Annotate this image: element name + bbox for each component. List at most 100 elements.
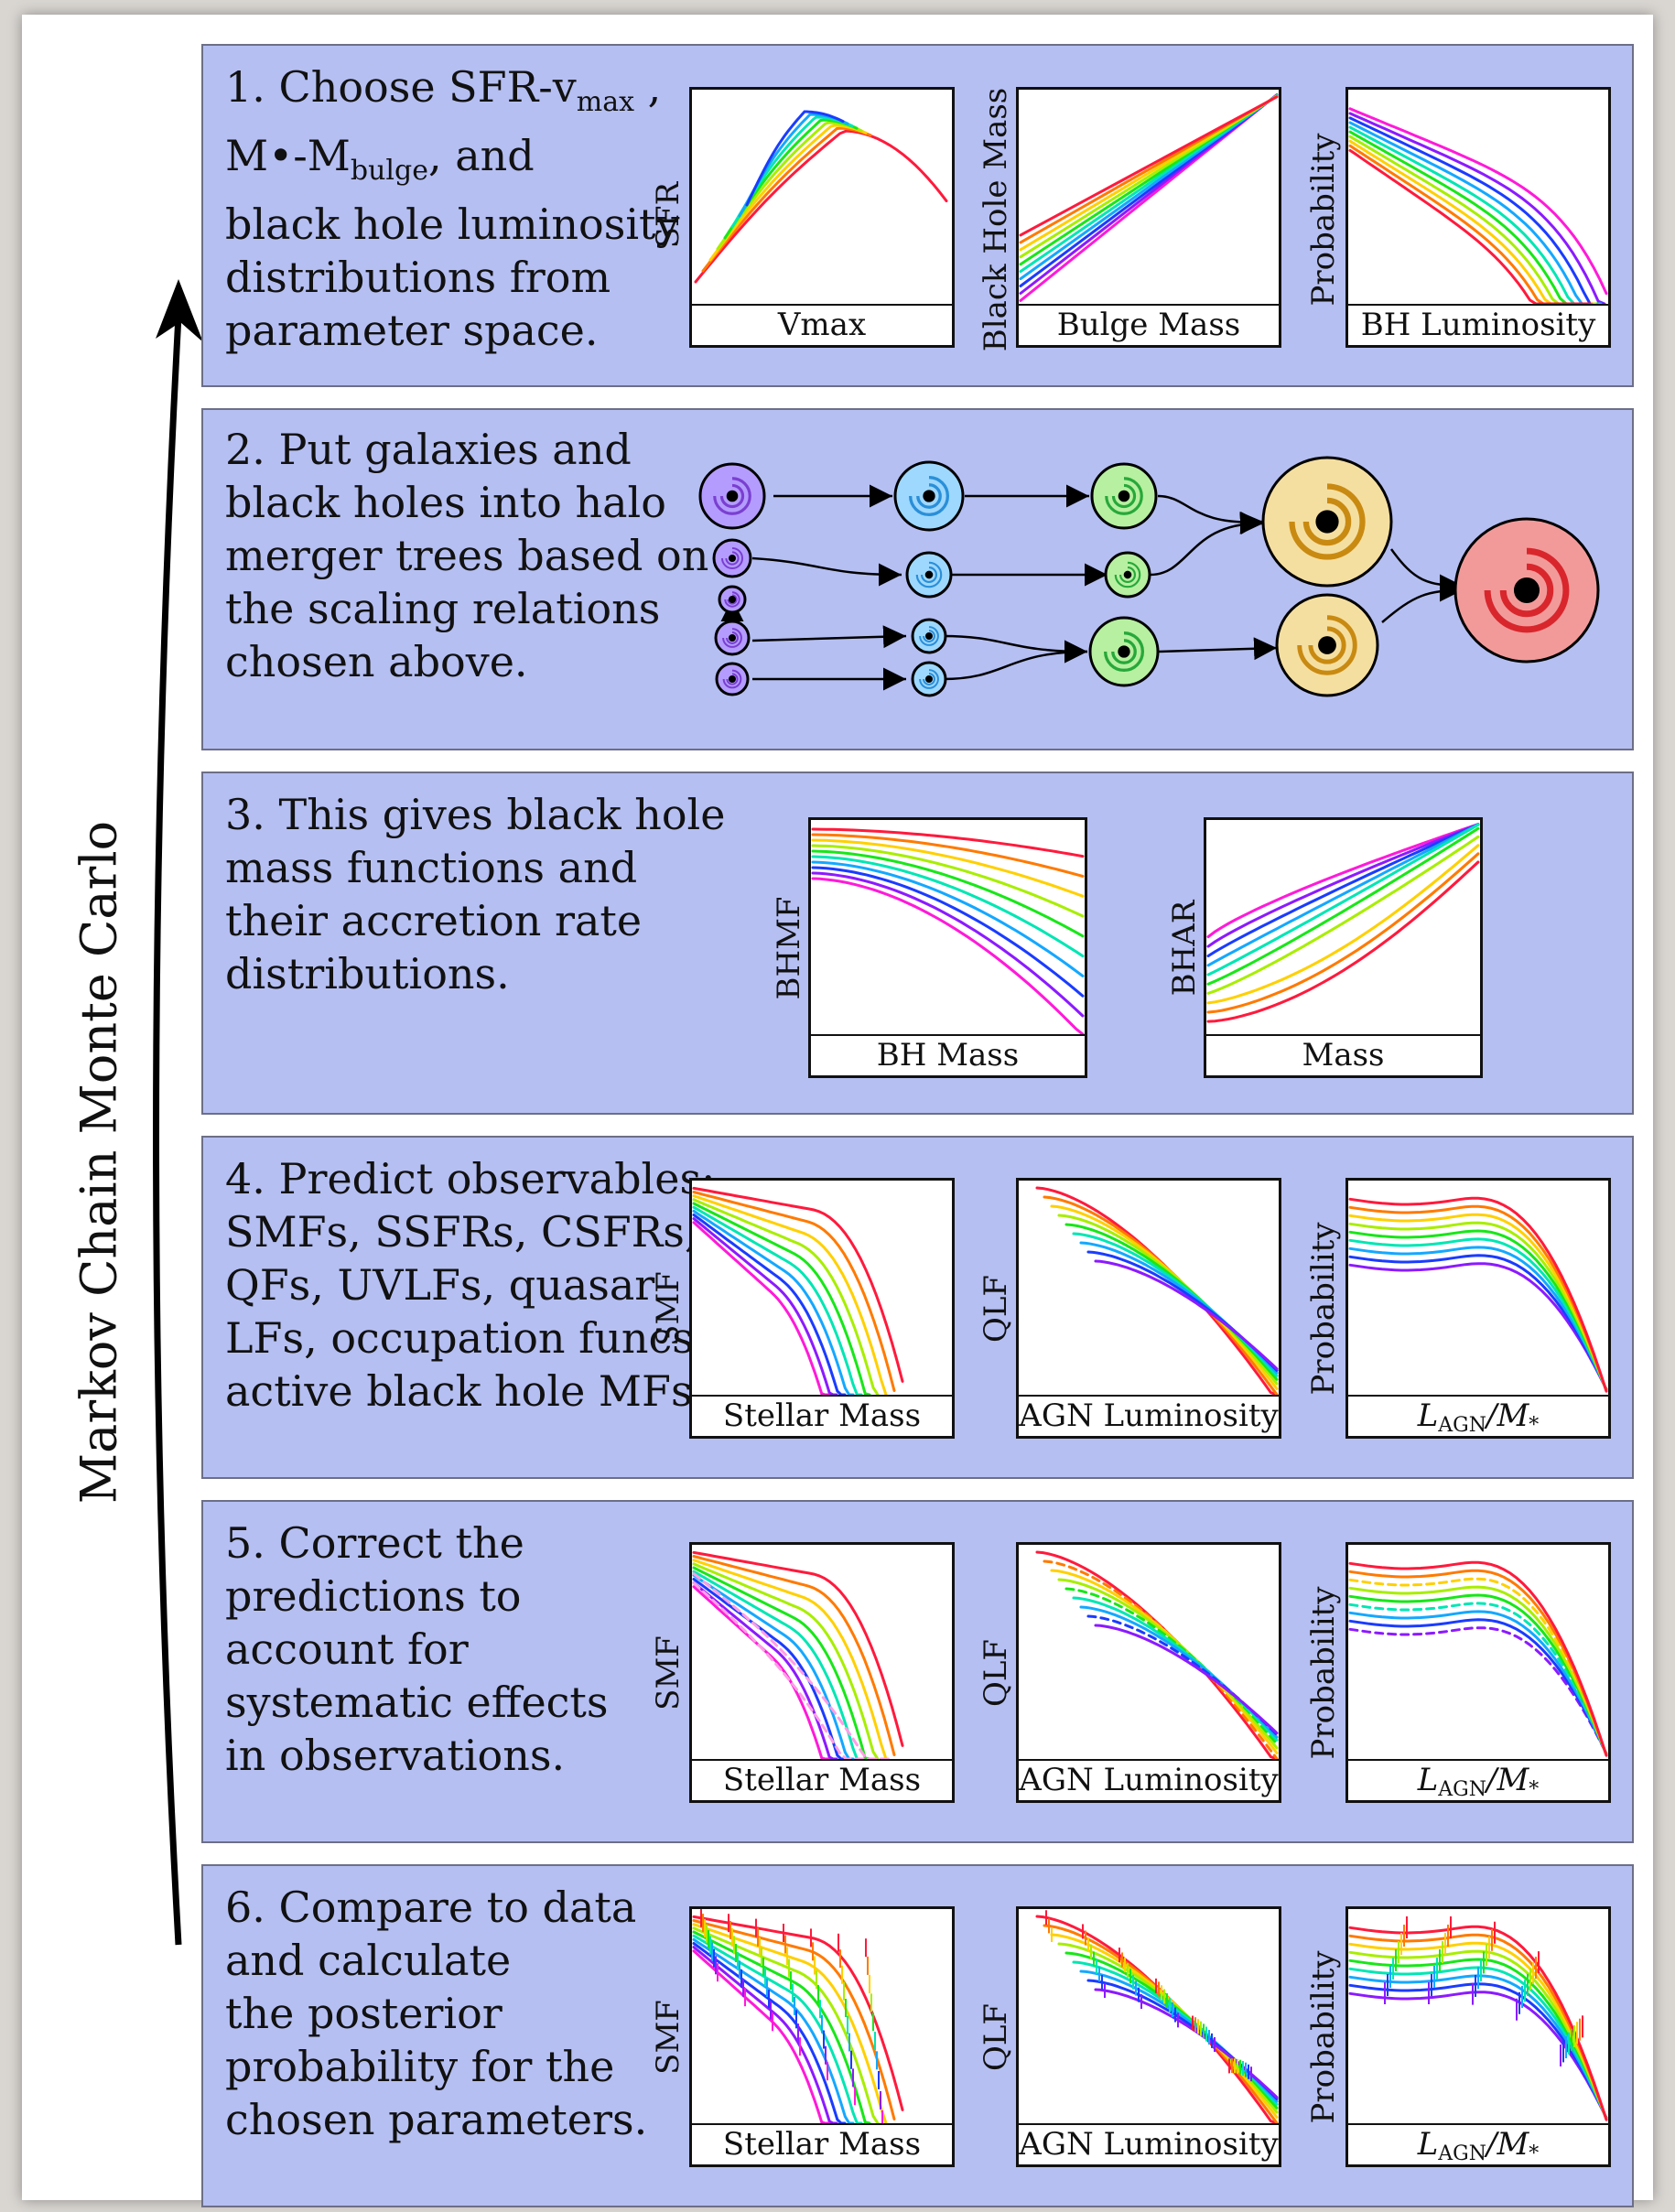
bh-lum-curve <box>1348 130 1599 304</box>
bhar-curve <box>1206 835 1480 995</box>
galaxy-green <box>1088 616 1160 687</box>
bhmf-curve <box>811 838 1085 898</box>
smf-curve <box>692 1926 880 2123</box>
merger-arrow <box>1150 511 1264 577</box>
bhar-curve <box>1206 823 1480 948</box>
bhar-curve <box>1206 860 1480 1023</box>
sfr-vmax-curves <box>694 110 948 284</box>
bhar-curve <box>1206 823 1480 939</box>
smf-curve <box>692 1198 880 1395</box>
smf-curve <box>692 1221 830 1395</box>
sfr-curve <box>716 121 863 251</box>
plot-smf-4: Stellar Mass <box>689 1178 955 1439</box>
eddr-curve <box>1348 1618 1608 1755</box>
galaxy-green <box>1090 462 1158 530</box>
qlf-curve <box>1094 1624 1279 1735</box>
eddr-5-xlabel: LAGN/M* <box>1348 1759 1608 1800</box>
eddr-curve <box>1348 1196 1608 1393</box>
eddr-curve <box>1348 1593 1608 1756</box>
galaxy-gold <box>1261 456 1393 588</box>
smf-4-curves <box>692 1186 904 1395</box>
qlf-4-curves <box>1035 1186 1279 1395</box>
smf-dashed-curve <box>692 1572 895 1759</box>
smf-curve <box>692 1578 847 1759</box>
eddr-6-curves <box>1348 1916 1608 2121</box>
step-4-text: 4. Predict observables: SMFs, SSFRs, CSF… <box>225 1154 716 1416</box>
smf-5-curves <box>692 1550 904 1759</box>
plot-qlf-5: AGN Luminosity <box>1016 1542 1281 1803</box>
plot-sfr-vmax: Vmax <box>689 87 955 348</box>
smf-curve <box>692 1186 904 1383</box>
qlf-curve <box>1057 1214 1279 1386</box>
eddr-4-curves <box>1348 1196 1608 1393</box>
galaxy-purple <box>698 462 766 530</box>
bhmf-curve <box>811 849 1085 938</box>
bhmf-curves <box>811 827 1085 1034</box>
plot-qlf-4: AGN Luminosity <box>1016 1178 1281 1439</box>
galaxy-purple <box>718 585 747 614</box>
eddr-curve <box>1348 1246 1608 1392</box>
sfr-vmax-xlabel: Vmax <box>692 304 952 345</box>
qlf-6-xlabel: AGN Luminosity <box>1019 2123 1279 2164</box>
smf-curve <box>692 1919 896 2120</box>
bhar-curves <box>1206 823 1480 1023</box>
bhar-curve <box>1206 823 1480 967</box>
bhmf-curve <box>811 833 1085 878</box>
merger-arrow <box>1381 578 1464 623</box>
bhmf-curve <box>811 860 1085 977</box>
sfr-curve <box>701 126 872 273</box>
bh-lum-curve <box>1348 125 1601 304</box>
bhar-curve <box>1206 823 1480 957</box>
galaxy-purple <box>714 620 751 656</box>
sfr-curve <box>708 124 868 262</box>
bh-bulge-curves <box>1019 93 1279 302</box>
eddr-curve <box>1348 1262 1608 1391</box>
qlf-5-xlabel: AGN Luminosity <box>1019 1759 1279 1800</box>
smf-6-xlabel: Stellar Mass <box>692 2123 952 2164</box>
merger-arrow <box>1157 637 1278 661</box>
smf-curve <box>692 1562 880 1759</box>
plot-eddr-5: LAGN/M* <box>1345 1542 1611 1803</box>
bhar-curve <box>1206 823 1480 977</box>
qlf-curve <box>1064 1587 1279 1745</box>
bh-lum-curve <box>1348 112 1606 304</box>
plot-bh-bulge: Bulge Mass <box>1016 87 1281 348</box>
eddr-curve <box>1348 1221 1608 1392</box>
eddr-curve <box>1348 1602 1608 1756</box>
bh-lum-curve <box>1348 116 1605 304</box>
plot-bhmf: BH Mass <box>808 817 1087 1078</box>
plot-eddr-4: LAGN/M* <box>1345 1178 1611 1439</box>
step-6-text: 6. Compare to data and calculate the pos… <box>225 1883 648 2144</box>
plot-bh-lum: BH Luminosity <box>1345 87 1611 348</box>
smf-curve <box>692 1214 847 1395</box>
bh-lum-curve <box>1348 148 1592 304</box>
eddr-curve <box>1348 1933 1608 2121</box>
galaxy-green <box>1104 551 1151 599</box>
eddr-5-curves <box>1348 1560 1608 1757</box>
smf-curve <box>692 1566 871 1759</box>
bhmf-curve <box>811 871 1085 1018</box>
bhar-curve <box>1206 852 1480 1014</box>
bhmf-curve <box>811 877 1085 1034</box>
sfr-curve <box>694 129 948 284</box>
smf-5-xlabel: Stellar Mass <box>692 1759 952 1800</box>
eddr-curve <box>1348 1925 1608 2121</box>
smf-curve <box>692 1202 871 1395</box>
smf-curve <box>692 1209 855 1395</box>
smf-curve <box>692 1205 863 1395</box>
step-3-text: 3. This gives black hole mass functions … <box>225 790 726 998</box>
bh-lum-xlabel: BH Luminosity <box>1348 304 1608 345</box>
eddr-curve <box>1348 1254 1608 1391</box>
eddr-curve <box>1348 1949 1608 2120</box>
step-2-text: 2. Put galaxies and black holes into hal… <box>225 425 709 686</box>
smf-curve <box>692 1550 904 1747</box>
galaxy-blue <box>911 618 947 654</box>
eddr-6-xlabel: LAGN/M* <box>1348 2123 1608 2164</box>
bhmf-curve <box>811 855 1085 958</box>
bhmf-curve <box>811 844 1085 918</box>
bh-lum-curves <box>1348 107 1608 304</box>
smf-4-xlabel: Stellar Mass <box>692 1395 952 1436</box>
plot-smf-6: Stellar Mass <box>689 1906 955 2167</box>
merger-arrow <box>942 634 1088 664</box>
